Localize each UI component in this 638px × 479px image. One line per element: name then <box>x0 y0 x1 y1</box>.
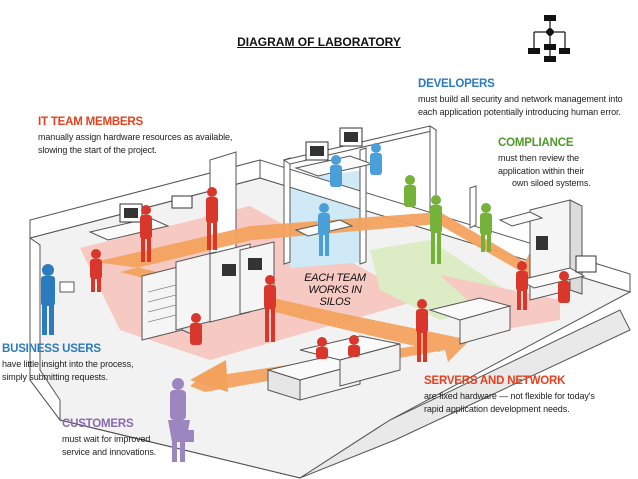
server-person-4 <box>316 337 328 359</box>
callout-developers-heading: DEVELOPERS <box>418 78 495 90</box>
callout-business-users: BUSINESS USERS have little insight into … <box>2 343 133 383</box>
compliance-person-2 <box>480 203 492 252</box>
callout-compliance-heading: COMPLIANCE <box>498 137 574 149</box>
customer <box>168 378 194 462</box>
server-person-5 <box>348 335 360 357</box>
flowchart-icon <box>528 15 570 62</box>
center-label-line1: EACH TEAM <box>304 272 366 284</box>
callout-business-line1: have little insight into the process, <box>2 359 134 369</box>
callout-developers: DEVELOPERS must build all security and n… <box>418 78 623 118</box>
callout-customers-line2: service and innovations. <box>62 446 157 457</box>
callout-compliance-line2: application within their <box>498 165 585 176</box>
compliance-person-1 <box>430 195 442 264</box>
compliance-person-3 <box>404 175 416 207</box>
callout-servers: SERVERS AND NETWORK are fixed hardware —… <box>424 375 595 415</box>
callout-it-team-heading: IT TEAM MEMBERS <box>38 116 143 128</box>
callout-servers-line1: are fixed hardware — not flexible for to… <box>424 391 595 401</box>
callout-developers-line1: must build all security and network mana… <box>418 94 623 104</box>
it-person-2 <box>206 187 218 250</box>
arrow-head-left <box>190 360 228 392</box>
server-person-2 <box>264 275 276 342</box>
dev-person-3 <box>318 203 330 256</box>
it-person-1 <box>140 205 152 262</box>
compliance-person-red-2 <box>558 271 570 303</box>
left-wall <box>29 237 61 422</box>
center-label: EACH TEAM WORKS IN SILOS <box>296 272 374 308</box>
server-rack-group <box>141 241 275 341</box>
callout-business-line2: simply submitting requests. <box>2 371 108 382</box>
callout-customers-line1: must wait for improved <box>62 434 151 444</box>
callout-developers-line2: each application potentially introducing… <box>418 106 621 117</box>
workflow-arrow <box>95 212 545 392</box>
callout-it-team: IT TEAM MEMBERS manually assign hardware… <box>38 116 232 156</box>
callout-servers-line2: rapid application development needs. <box>424 403 570 414</box>
callout-customers: CUSTOMERS must wait for improved service… <box>62 418 156 458</box>
zone-red-right <box>440 275 560 330</box>
page-title: DIAGRAM OF LABORATORY <box>237 35 401 49</box>
it-person-3 <box>90 249 102 292</box>
dev-person-1 <box>330 155 342 187</box>
dev-person-2 <box>370 143 382 175</box>
callout-compliance-line1: must then review the <box>498 153 580 163</box>
compliance-person-red-1 <box>516 261 528 310</box>
callout-customers-heading: CUSTOMERS <box>62 418 134 430</box>
callout-business-heading: BUSINESS USERS <box>2 343 101 355</box>
server-person-3 <box>416 299 428 362</box>
callout-it-team-line2: slowing the start of the project. <box>38 144 157 155</box>
callout-compliance-line3: own siloed systems. <box>512 178 591 188</box>
partition-dev-left <box>283 157 291 265</box>
server-person-1 <box>190 313 202 345</box>
business-user <box>41 264 75 335</box>
front-wall <box>59 309 631 479</box>
callout-compliance: COMPLIANCE must then review the applicat… <box>498 137 591 190</box>
partition-compliance <box>469 185 477 229</box>
callout-servers-heading: SERVERS AND NETWORK <box>424 375 566 387</box>
callout-it-team-line1: manually assign hardware resources as av… <box>38 132 233 142</box>
center-label-line2: WORKS IN SILOS <box>308 284 362 308</box>
